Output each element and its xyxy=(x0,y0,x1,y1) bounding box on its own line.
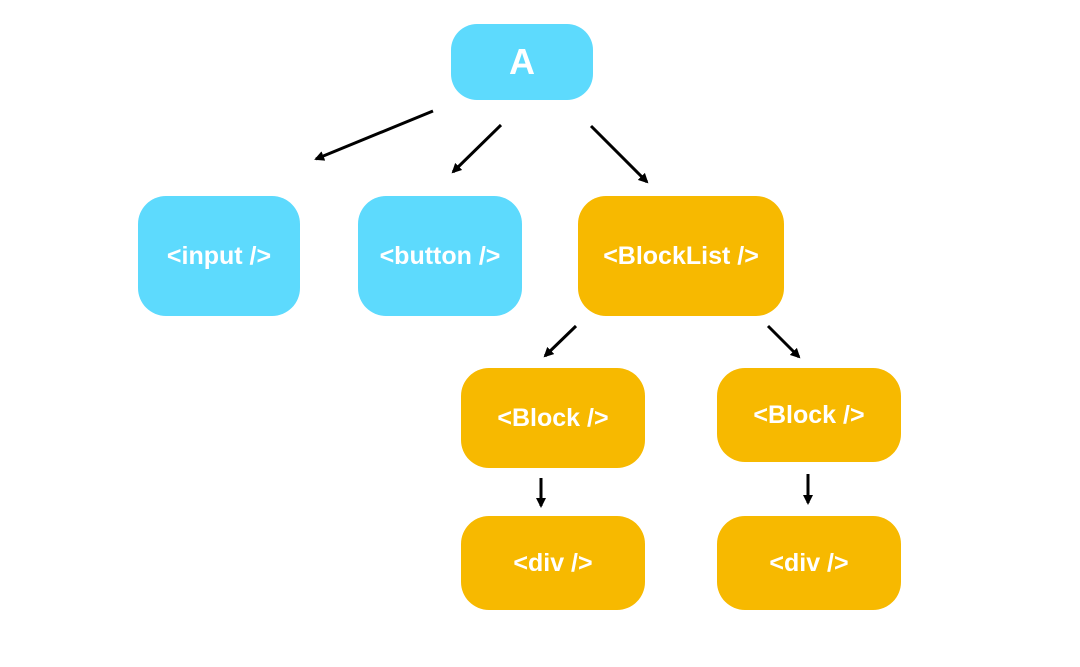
edge-blocklist-to-block-left xyxy=(543,324,578,358)
edge-blocklist-to-block-right xyxy=(766,324,801,359)
node-block-right: <Block /> xyxy=(717,368,901,462)
node-div-right: <div /> xyxy=(717,516,901,610)
edge-root-to-button xyxy=(451,123,503,174)
node-input: <input /> xyxy=(138,196,300,316)
node-button: <button /> xyxy=(358,196,522,316)
node-block-left: <Block /> xyxy=(461,368,645,468)
node-div-left: <div /> xyxy=(461,516,645,610)
node-blocklist: <BlockList /> xyxy=(578,196,784,316)
node-root-a: A xyxy=(451,24,593,100)
edge-root-to-input xyxy=(314,109,434,161)
edge-root-to-blocklist xyxy=(589,124,649,184)
